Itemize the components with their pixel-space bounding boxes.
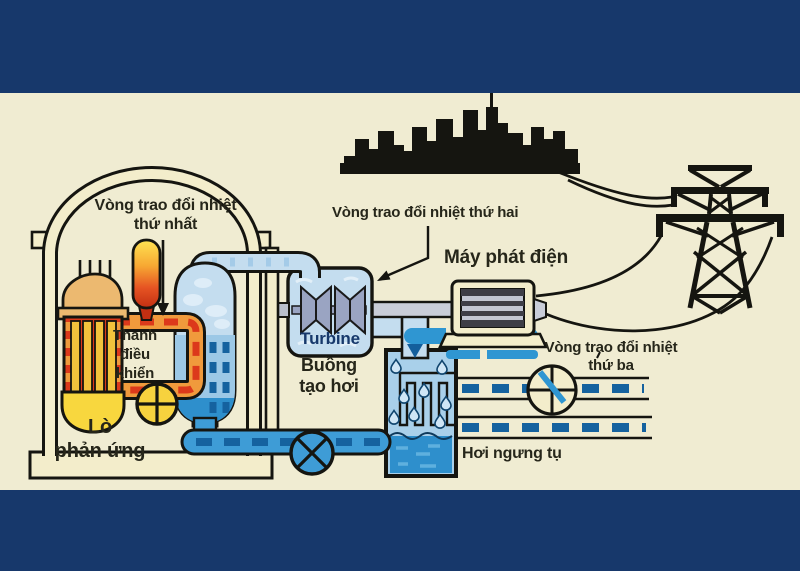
turbine-shaft [366, 300, 458, 319]
containment-building [28, 165, 280, 480]
label-control-rods: Thanh điều khiển [99, 327, 171, 383]
label-third-loop: Vòng trao đổi nhiệt thứ ba [536, 339, 686, 374]
label-line: thứ ba [588, 356, 634, 374]
label-reactor: Lò phản ứng [40, 416, 160, 463]
condenser-tubes [398, 371, 456, 427]
label-line: khiển [115, 364, 155, 382]
reactor-vessel [56, 260, 130, 434]
cooling-loop-pipes [456, 364, 652, 440]
city-skyline [340, 93, 580, 174]
cooling-pump [526, 364, 578, 416]
label-line: Vòng trao đổi nhiệt [544, 339, 678, 356]
label-steam-chamber: Buồng tạo hơi [284, 355, 374, 397]
bottom-band [0, 490, 800, 571]
label-arrows [157, 226, 601, 359]
label-line: Lò [87, 416, 113, 438]
label-line: Vòng trao đổi nhiệt [94, 197, 237, 214]
condenser [384, 348, 458, 478]
label-generator: Máy phát điện [443, 247, 569, 268]
top-band [0, 0, 800, 93]
secondary-pump [289, 430, 335, 476]
primary-loop-pipe [116, 312, 206, 400]
turbine-rotors [300, 284, 366, 336]
feedwater-pipe [180, 416, 392, 476]
primary-pump [135, 382, 179, 426]
turbine [275, 266, 374, 358]
steam-down-arrow [407, 344, 423, 358]
label-line: thứ nhất [133, 215, 198, 233]
power-lines [535, 170, 774, 333]
foundation [28, 450, 274, 480]
generator [437, 279, 549, 349]
label-condensate: Hơi ngưng tụ [462, 445, 562, 462]
transmission-tower [656, 165, 784, 315]
label-line: Thanh [113, 327, 157, 344]
label-line: phản ứng [54, 439, 146, 462]
label-turbine: Turbine [300, 329, 360, 348]
label-secondary-loop: Vòng trao đổi nhiệt thứ hai [332, 204, 519, 221]
support-column [264, 246, 280, 454]
label-line: tạo hơi [299, 376, 359, 397]
label-line: điều [119, 345, 151, 363]
label-primary-loop: Vòng trao đổi nhiệt thứ nhất [78, 197, 253, 235]
label-line: Buồng [301, 355, 357, 375]
pressurizer [131, 238, 162, 321]
